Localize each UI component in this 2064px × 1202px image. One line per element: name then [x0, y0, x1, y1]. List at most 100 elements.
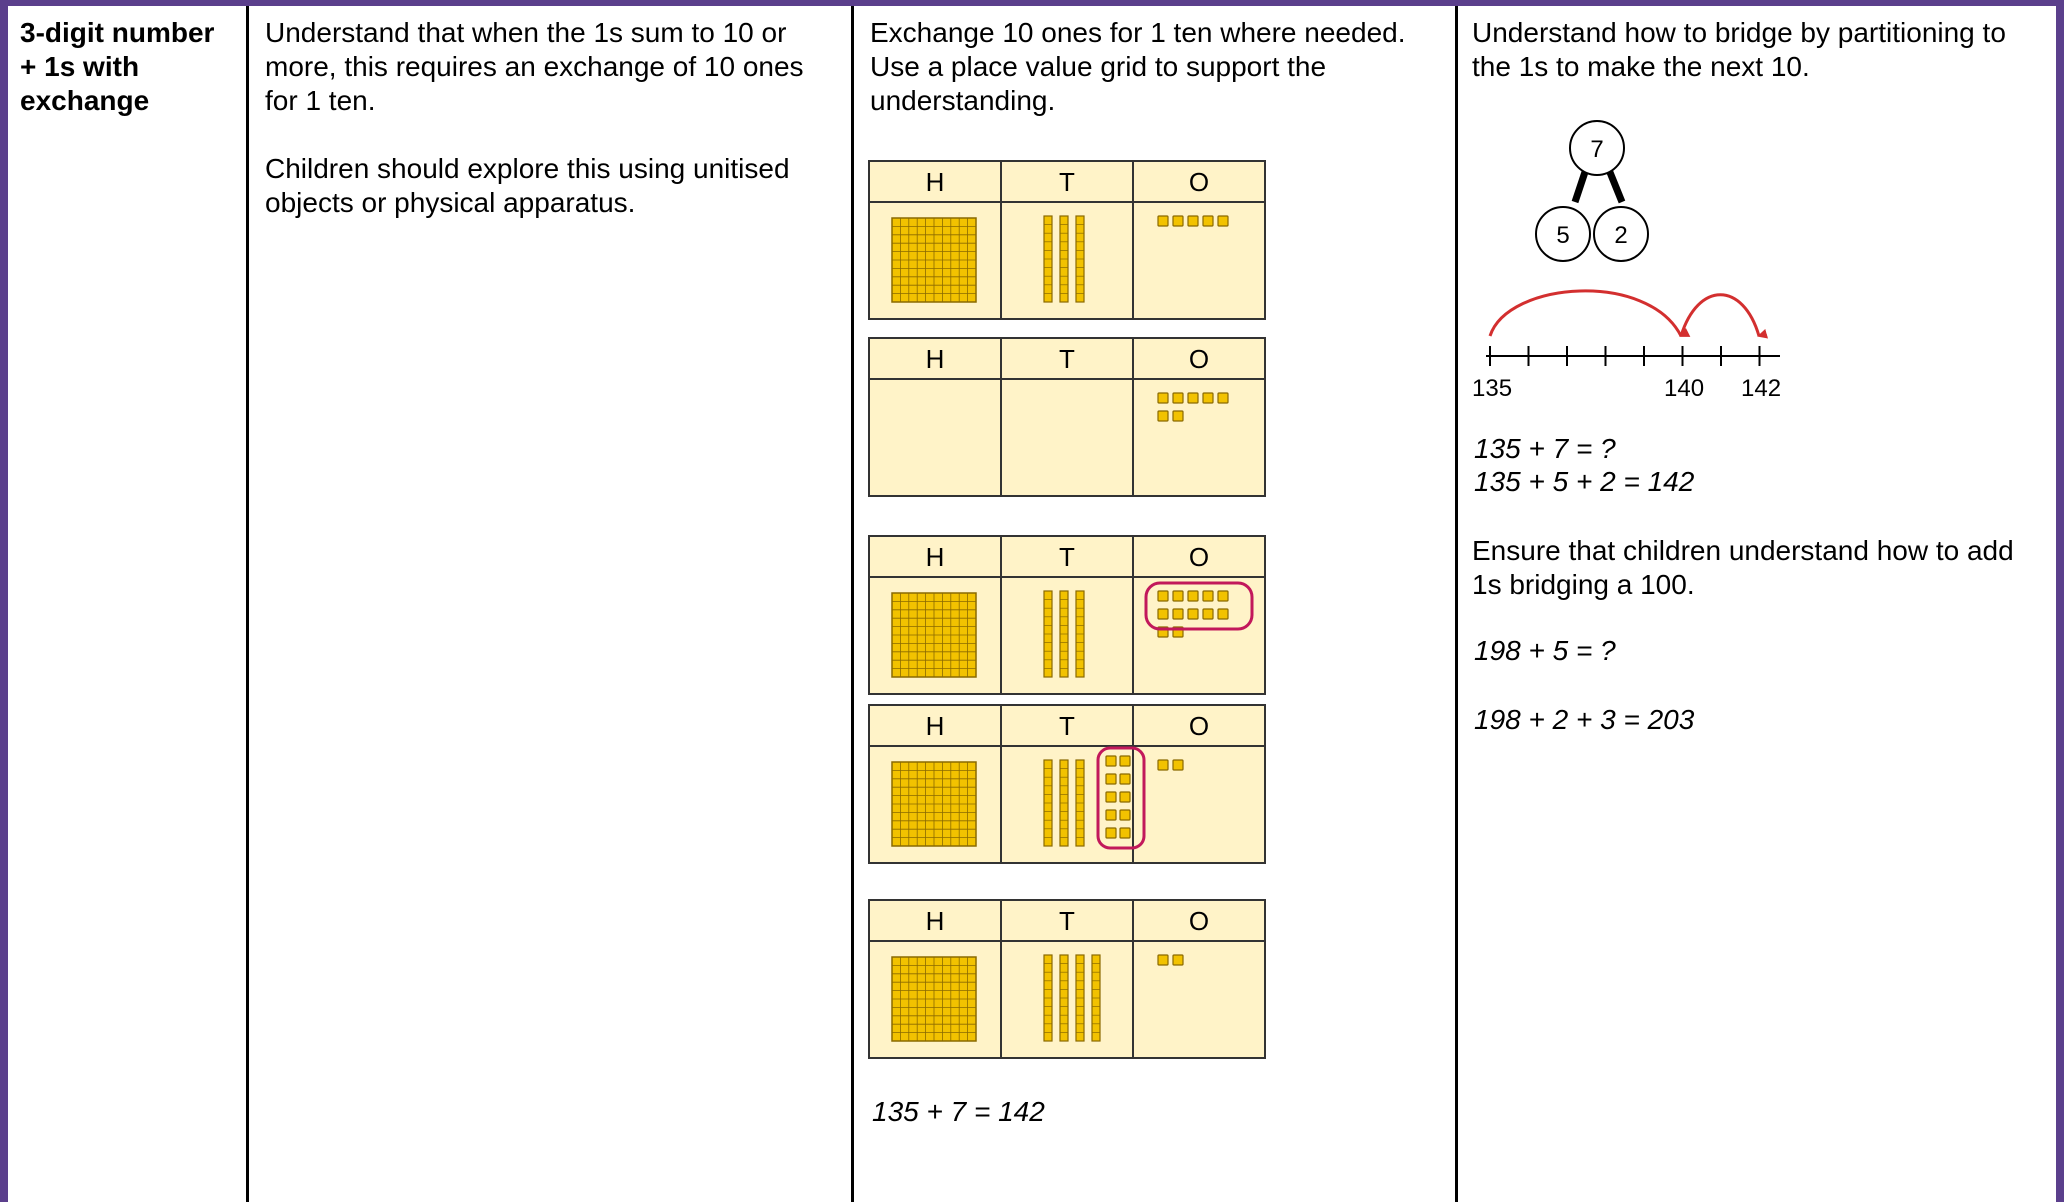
grid-header-h: H: [926, 906, 945, 936]
grid-header-h: H: [926, 542, 945, 572]
grid-header-t: T: [1059, 542, 1075, 572]
place-value-grids: H T O H T O H T O H T O H T O: [868, 160, 1266, 1059]
grid-header-o: O: [1189, 167, 1209, 197]
grid-header-h: H: [926, 344, 945, 374]
part-value: 2: [1614, 222, 1627, 249]
one-cube: [1172, 759, 1184, 771]
whole-circle: [1569, 120, 1625, 176]
abstract-equation-4: 198 + 2 + 3 = 203: [1474, 704, 1695, 735]
one-cube: [1187, 590, 1199, 602]
one-cube: [1202, 215, 1214, 227]
column-topic: 3-digit number + 1s with exchange: [8, 6, 249, 1202]
grid-header-t: T: [1059, 167, 1075, 197]
column-abstract: Understand how to bridge by partitioning…: [1458, 6, 2056, 1202]
one-cube: [1172, 590, 1184, 602]
one-cube: [1172, 608, 1184, 620]
one-cube: [1202, 590, 1214, 602]
grid-header-h: H: [926, 167, 945, 197]
part-circle: [1593, 206, 1649, 262]
column-pictorial: Exchange 10 ones for 1 ten where needed.…: [854, 6, 1458, 1202]
number-line: 135 140 142: [1472, 289, 1781, 396]
one-cube: [1172, 215, 1184, 227]
topic-title-line: + 1s with: [20, 51, 140, 82]
topic-title: 3-digit number + 1s with exchange: [20, 16, 214, 118]
one-cube: [1217, 590, 1229, 602]
whole-value: 7: [1590, 136, 1603, 163]
concrete-para-1: Understand that when the 1s sum to 10 or…: [265, 16, 804, 118]
part-whole-model: 7 5 2: [1535, 120, 1649, 262]
one-cube: [1202, 608, 1214, 620]
text-line: Understand that when the 1s sum to 10 or: [265, 17, 787, 48]
one-cube: [1119, 791, 1131, 803]
one-cube: [1105, 773, 1117, 785]
jump-arrow: [1679, 293, 1769, 339]
one-cube: [1105, 827, 1117, 839]
ten-ones-ring: [1144, 581, 1254, 631]
number-line-label: 140: [1664, 375, 1704, 396]
grid-header-o: O: [1189, 711, 1209, 741]
one-cube: [1119, 773, 1131, 785]
one-cube: [1119, 827, 1131, 839]
grid-header-t: T: [1059, 711, 1075, 741]
one-cube: [1172, 410, 1184, 422]
one-cube: [1157, 392, 1169, 404]
text-line: understanding.: [870, 85, 1056, 116]
text-line: Exchange 10 ones for 1 ten where needed.: [870, 17, 1406, 48]
grid-header-o: O: [1189, 344, 1209, 374]
topic-title-line: exchange: [20, 85, 150, 116]
grid-header-o: O: [1189, 542, 1209, 572]
part-circle: [1535, 206, 1591, 262]
pictorial-intro: Exchange 10 ones for 1 ten where needed.…: [870, 16, 1406, 118]
one-cube: [1157, 954, 1169, 966]
pictorial-equation: 135 + 7 = 142: [872, 1096, 1045, 1127]
grid-background: [868, 337, 1266, 497]
column-concrete: Understand that when the 1s sum to 10 or…: [249, 6, 854, 1202]
one-cube: [1217, 215, 1229, 227]
text-line: Ensure that children understand how to a…: [1472, 535, 2014, 566]
abstract-equation-2: 135 + 5 + 2 = 142: [1474, 466, 1695, 497]
text-line: for 1 ten.: [265, 85, 376, 116]
one-cube: [1217, 608, 1229, 620]
text-line: Use a place value grid to support the: [870, 51, 1327, 82]
one-cube: [1217, 392, 1229, 404]
abstract-ensure: Ensure that children understand how to a…: [1472, 534, 2014, 602]
concrete-para-2: Children should explore this using uniti…: [265, 152, 790, 220]
grid-header-t: T: [1059, 906, 1075, 936]
text-line: objects or physical apparatus.: [265, 187, 636, 218]
grid-header-h: H: [926, 711, 945, 741]
part-value: 5: [1556, 222, 1569, 249]
text-line: 1s bridging a 100.: [1472, 569, 1695, 600]
text-line: more, this requires an exchange of 10 on…: [265, 51, 804, 82]
grid-header-t: T: [1059, 344, 1075, 374]
one-cube: [1172, 954, 1184, 966]
one-cube: [1119, 755, 1131, 767]
number-line-label: 135: [1472, 375, 1512, 396]
one-cube: [1157, 215, 1169, 227]
one-cube: [1105, 755, 1117, 767]
one-cube: [1187, 608, 1199, 620]
topic-title-line: 3-digit number: [20, 17, 215, 48]
abstract-equation-1: 135 + 7 = ?: [1474, 433, 1616, 464]
text-line: Understand how to bridge by partitioning…: [1472, 17, 2006, 48]
one-cube: [1105, 791, 1117, 803]
grid-header-o: O: [1189, 906, 1209, 936]
one-cube: [1157, 590, 1169, 602]
one-cube: [1119, 809, 1131, 821]
exchange-ring: [1096, 746, 1146, 850]
abstract-equation-3: 198 + 5 = ?: [1474, 635, 1616, 666]
one-cube: [1105, 809, 1117, 821]
one-cube: [1187, 215, 1199, 227]
text-line: the 1s to make the next 10.: [1472, 51, 1810, 82]
one-cube: [1187, 392, 1199, 404]
number-line-label: 142: [1741, 375, 1781, 396]
one-cube: [1157, 759, 1169, 771]
one-cube: [1172, 392, 1184, 404]
one-cube: [1202, 392, 1214, 404]
one-cube: [1157, 608, 1169, 620]
